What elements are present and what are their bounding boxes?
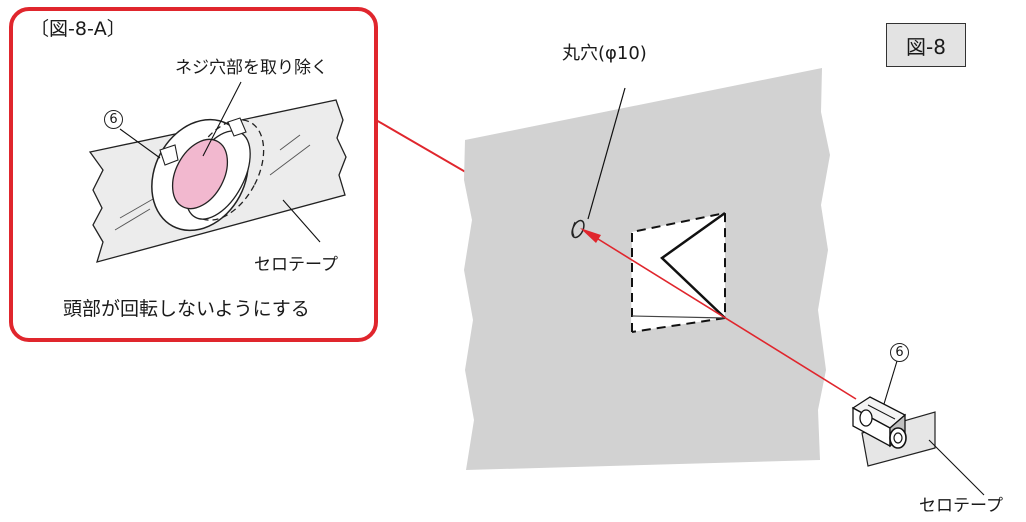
inset-part-number: 6	[104, 110, 123, 129]
inset-caption: 頭部が回転しないようにする	[63, 298, 310, 320]
tape-leader-inset	[282, 199, 321, 243]
hole-label: 丸穴(φ10)	[562, 43, 647, 64]
main-tape-label: セロテープ	[919, 496, 1003, 516]
main-part-number: 6	[890, 343, 909, 362]
insert-direction-line	[589, 233, 857, 400]
wall-opening	[631, 211, 726, 333]
inset-title: 〔図-8-A〕	[30, 18, 126, 40]
insert-direction-arrowhead	[580, 228, 601, 243]
part-number-leader-inset	[119, 128, 161, 159]
figure-label: 図-8	[886, 23, 966, 67]
inset-tape-label: セロテープ	[254, 255, 338, 275]
tape-leader-main	[928, 439, 985, 496]
remove-label-leader	[202, 81, 242, 157]
screw-with-tape-icon	[851, 396, 936, 467]
inset-detail-drawing	[88, 99, 347, 263]
remove-screw-label: ネジ穴部を取り除く	[175, 58, 328, 78]
hole-leader-line	[587, 87, 626, 220]
part-number-leader-main	[883, 360, 898, 405]
removed-screw-hole-area	[171, 138, 229, 210]
